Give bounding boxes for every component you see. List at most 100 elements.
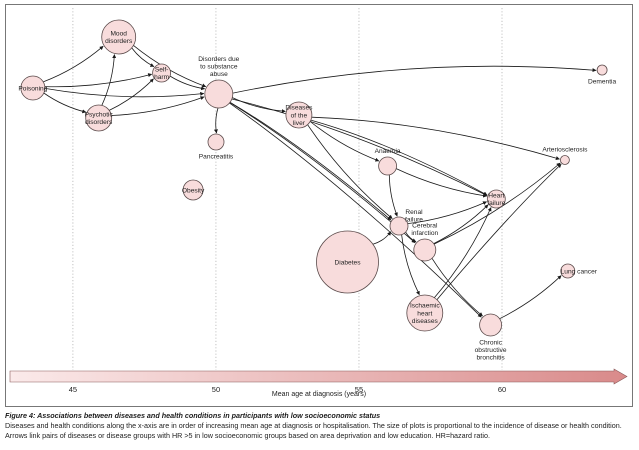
arrow-poisoning-to-psychotic [43, 92, 87, 114]
node-label-liver: liver [293, 120, 306, 127]
node-label-ischaemic: diseases [412, 318, 439, 325]
node-obesity: Obesity [182, 179, 205, 201]
node-pancreatitis: Pancreatitis [199, 133, 234, 160]
arrow-substance-to-heart_failure [231, 98, 488, 196]
node-anaemia: Anaemia [375, 148, 401, 176]
node-arteriosclerosis: Arteriosclerosis [542, 147, 588, 165]
age-axis-arrow-bar [9, 368, 628, 385]
node-label-anaemia: Anaemia [375, 148, 401, 155]
node-label-obesity: Obesity [182, 187, 205, 194]
node-label-heart_failure: failure [487, 200, 505, 207]
arrow-substance-to-copd [229, 102, 482, 318]
node-label-substance: to substance [200, 64, 238, 71]
arrow-psychotic-to-substance [111, 96, 205, 116]
node-label-copd: obstructive [475, 347, 507, 354]
node-poisoning: Poisoning [18, 75, 48, 101]
age-gridlines [72, 8, 503, 370]
tick-label-50: 50 [212, 385, 220, 394]
node-label-diabetes: Diabetes [334, 259, 361, 266]
arrow-substance-to-renal [229, 101, 392, 221]
arrow-anaemia-to-renal [388, 174, 398, 217]
node-label-pancreatitis: Pancreatitis [199, 153, 234, 160]
arrow-anaemia-to-heart_failure [396, 168, 488, 198]
arrow-substance-to-dementia [232, 65, 597, 94]
node-label-dementia: Dementia [588, 78, 617, 85]
age-axis-title: Mean age at diagnosis (years) [272, 391, 366, 398]
node-selfharm: Self-harm [152, 63, 172, 83]
node-circle-arteriosclerosis [560, 155, 570, 165]
node-label-substance: Disorders due [198, 56, 239, 63]
node-label-lung_cancer: Lung cancer [561, 268, 598, 275]
arrow-copd-to-lung_cancer [499, 275, 562, 320]
arrow-selfharm-to-substance [169, 75, 206, 91]
node-dementia: Dementia [588, 64, 617, 85]
arrow-ischaemic-to-heart_failure [433, 207, 492, 299]
node-label-mood: disorders [105, 38, 133, 45]
arrow-renal-to-ischaemic [401, 234, 420, 296]
arrow-mood-to-substance [133, 45, 207, 88]
node-label-liver: Diseases [285, 105, 313, 112]
node-circle-lung_cancer [560, 263, 576, 279]
arrow-mood-to-selfharm [131, 47, 155, 67]
arrow-psychotic-to-mood [101, 54, 117, 106]
arrow-liver-to-arteriosclerosis [311, 116, 560, 160]
node-circle-copd [479, 313, 503, 337]
node-circle-diabetes [316, 230, 379, 294]
arrow-diabetes-to-renal [372, 231, 392, 245]
arrow-cerebral-to-heart_failure [433, 204, 489, 244]
arrow-renal-to-cerebral [405, 231, 417, 243]
figure-frame [5, 4, 633, 407]
node-label-mood: Mood [110, 31, 127, 38]
tick-label-45: 45 [69, 385, 77, 394]
disease-nodes: PoisoningMooddisordersPsychoticdisorders… [18, 19, 617, 362]
node-label-copd: bronchitis [476, 355, 505, 362]
node-circle-psychotic [85, 104, 113, 132]
arrow-substance-to-liver [232, 97, 286, 114]
node-label-arteriosclerosis: Arteriosclerosis [542, 147, 588, 154]
arrow-liver-to-anaemia [309, 121, 380, 162]
node-circle-liver [285, 101, 313, 129]
arrow-poisoning-to-substance [44, 88, 205, 98]
arrow-liver-to-heart_failure [310, 119, 488, 196]
caption-line-1: Diseases and health conditions along the… [5, 420, 622, 430]
arrow-substance-to-cerebral [229, 102, 416, 244]
node-circle-dementia [596, 64, 608, 76]
arrow-psychotic-to-selfharm [109, 78, 154, 111]
node-circle-poisoning [20, 75, 46, 101]
arrow-cerebral-to-copd [431, 258, 483, 317]
tick-label-60: 60 [498, 385, 506, 394]
node-label-heart_failure: Heart [488, 193, 504, 200]
node-label-renal: Renal [405, 209, 423, 216]
node-label-psychotic: disorders [85, 119, 113, 126]
figure-caption: Figure 4: Associations between diseases … [5, 411, 633, 440]
node-circle-heart_failure [486, 189, 506, 209]
arrow-substance-to-pancreatitis [213, 107, 219, 134]
node-circle-obesity [182, 179, 204, 201]
node-label-liver: of the [291, 112, 308, 119]
node-label-ischaemic: Ischaemic [410, 303, 440, 310]
node-circle-renal [389, 216, 409, 236]
node-circle-substance [204, 79, 234, 109]
arrow-poisoning-to-mood [43, 45, 104, 83]
node-circle-pancreatitis [207, 133, 225, 151]
node-circle-ischaemic [406, 294, 444, 332]
caption-line-2: Arrows link pairs of diseases or disease… [5, 430, 491, 440]
node-label-poisoning: Poisoning [18, 85, 47, 92]
node-label-cerebral: infarction [411, 230, 438, 237]
arrow-renal-to-heart_failure [407, 201, 487, 224]
arrow-poisoning-to-selfharm [44, 73, 153, 88]
node-label-renal: failure [405, 217, 423, 224]
association-arrows [43, 45, 597, 320]
node-label-selfharm: harm [154, 74, 170, 81]
node-circle-selfharm [152, 63, 172, 83]
arrow-ischaemic-to-arteriosclerosis [436, 163, 562, 300]
